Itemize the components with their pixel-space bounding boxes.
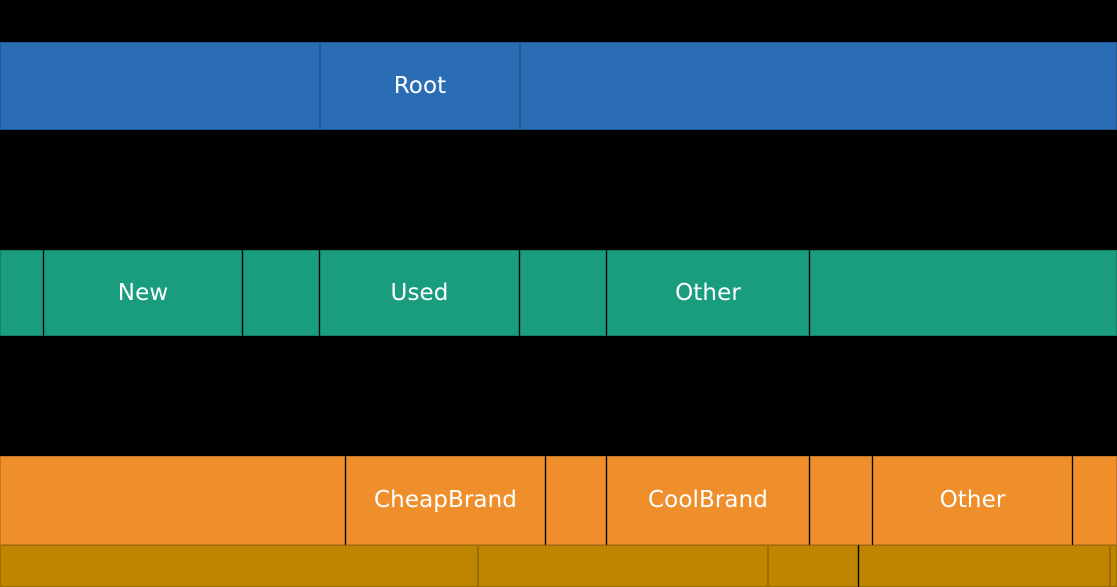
icicle-node-root-2[interactable] [520, 42, 1117, 130]
icicle-node-other-16[interactable] [1073, 456, 1117, 545]
icicle-node-other-8[interactable]: Other [607, 250, 809, 336]
icicle-node-label: New [117, 279, 169, 306]
icicle-node-unlabeled-19[interactable] [768, 545, 858, 587]
icicle-node-unlabeled-17[interactable] [0, 545, 478, 587]
icicle-node-unlabeled-18[interactable] [478, 545, 768, 587]
icicle-node-label: CoolBrand [648, 487, 768, 513]
icicle-node-unlabeled-20[interactable] [859, 545, 1110, 587]
icicle-node-label: Other [675, 279, 741, 306]
icicle-node-label: CheapBrand [374, 487, 517, 513]
icicle-node-coolbrand-14[interactable] [810, 456, 872, 545]
icicle-node-unlabeled-21[interactable] [1110, 545, 1117, 587]
icicle-node-used-7[interactable] [520, 250, 606, 336]
icicle-node-cheapbrand-12[interactable] [546, 456, 606, 545]
icicle-node-cheapbrand-10[interactable] [0, 456, 345, 545]
icicle-node-root-0[interactable] [0, 42, 320, 130]
icicle-node-cheapbrand-11[interactable]: CheapBrand [346, 456, 545, 545]
icicle-node-coolbrand-13[interactable]: CoolBrand [607, 456, 809, 545]
icicle-node-label: Root [393, 72, 447, 99]
icicle-node-new-4[interactable]: New [44, 250, 242, 336]
icicle-node-root-1[interactable]: Root [320, 42, 520, 130]
icicle-node-other-15[interactable]: Other [873, 456, 1072, 545]
icicle-node-label: Other [939, 487, 1006, 513]
icicle-node-label: Used [390, 279, 449, 306]
icicle-node-new-5[interactable] [243, 250, 319, 336]
icicle-node-other-9[interactable] [810, 250, 1117, 336]
icicle-node-used-6[interactable]: Used [320, 250, 519, 336]
icicle-node-new-3[interactable] [0, 250, 43, 336]
